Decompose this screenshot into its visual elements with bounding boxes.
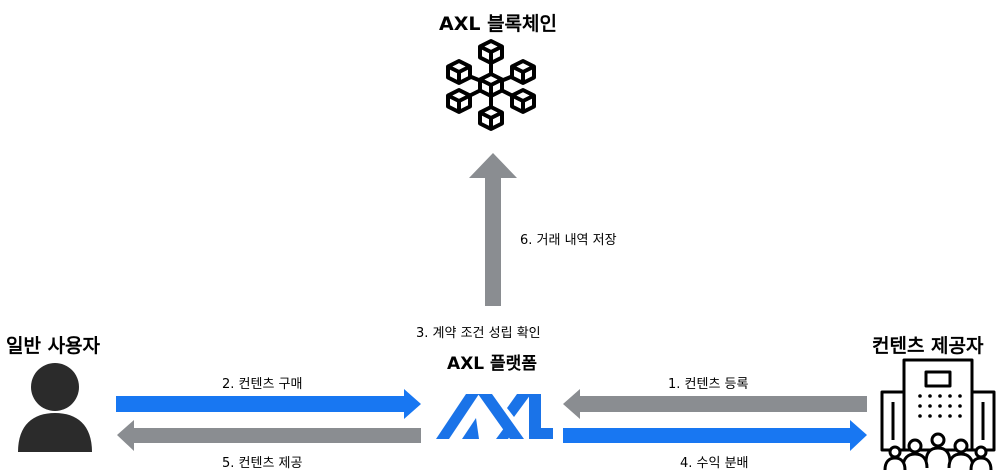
blockchain-cube-4: [478, 72, 504, 98]
blockchain-cube-1: [478, 39, 504, 65]
provider-title: 컨텐츠 제공자: [872, 335, 984, 357]
flow-label-purchase: 2. 컨텐츠 구매: [222, 377, 303, 392]
blockchain-cube-7: [478, 105, 504, 131]
arrow-revenue: [563, 420, 867, 451]
platform-title: AXL 플랫폼: [447, 354, 537, 374]
arrow-purchase: [116, 389, 421, 419]
blockchain-title: AXL 블록체인: [439, 13, 557, 35]
blockchain-cube-5: [446, 88, 472, 114]
arrow-record: [469, 153, 517, 306]
flow-label-record: 6. 거래 내역 저장: [520, 233, 617, 248]
arrow-deliver: [117, 420, 421, 451]
user-title: 일반 사용자: [6, 335, 101, 357]
flow-label-register: 1. 컨텐츠 등록: [668, 377, 749, 392]
blockchain-cube-3: [510, 59, 536, 85]
blockchain-cube-2: [446, 59, 472, 85]
flow-label-deliver: 5. 컨텐츠 제공: [222, 456, 303, 471]
flow-label-revenue: 4. 수익 분배: [680, 456, 749, 471]
blockchain-cube-6: [510, 88, 536, 114]
arrow-register: [563, 389, 867, 419]
flow-label-confirm: 3. 계약 조건 성립 확인: [416, 326, 541, 341]
